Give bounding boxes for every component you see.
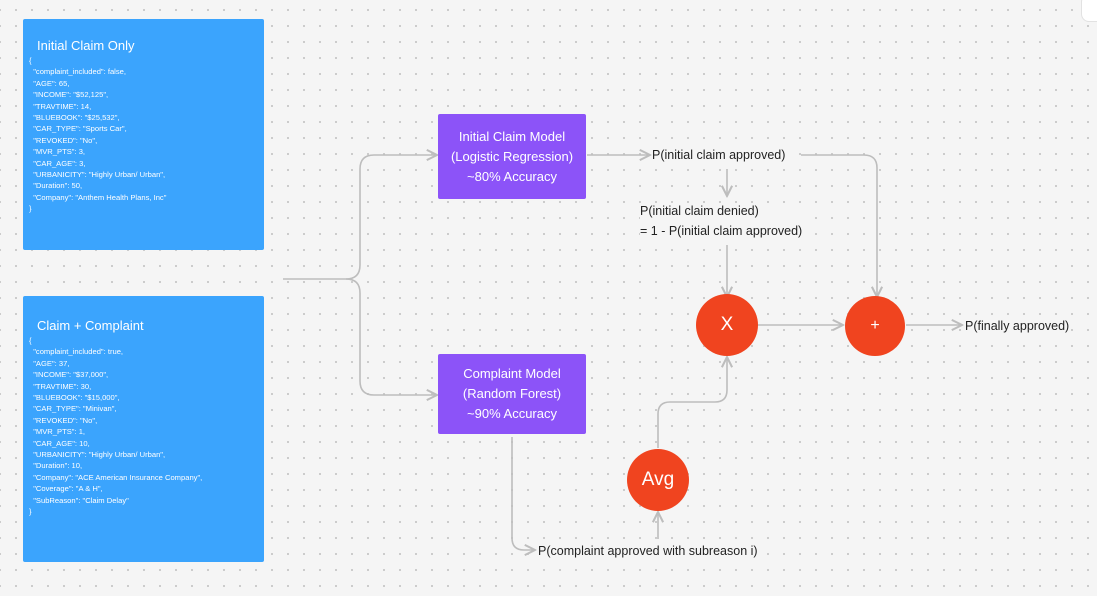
json-line: "BLUEBOOK": "$15,000", xyxy=(29,393,120,403)
json-line: "Duration": 10, xyxy=(29,461,83,471)
model-accuracy: ~90% Accuracy xyxy=(467,406,557,421)
p-complaint-subreason-label[interactable]: P(complaint approved with subreason i) xyxy=(538,543,758,559)
bracket-lower xyxy=(345,278,437,395)
json-line: "Company": "ACE American Insurance Compa… xyxy=(29,472,203,482)
card-title: Claim + Complaint xyxy=(37,318,144,333)
json-line: } xyxy=(29,507,32,517)
card-title: Initial Claim Only xyxy=(37,38,135,53)
initial-claim-model-node[interactable]: Initial Claim Model (Logistic Regression… xyxy=(438,114,586,199)
json-line: "MVR_PTS": 3, xyxy=(29,147,86,157)
arrow-model-to-p-complaint xyxy=(511,437,535,550)
panel-edge-tab[interactable] xyxy=(1081,0,1097,22)
model-accuracy: ~80% Accuracy xyxy=(467,168,557,184)
json-line: "Duration": 50, xyxy=(29,181,83,191)
json-line: "AGE": 65, xyxy=(29,78,70,88)
p-initial-denied-label[interactable]: P(initial claim denied) = 1 - P(initial … xyxy=(636,203,803,239)
json-line: "URBANICITY": "Highly Urban/ Urban", xyxy=(29,170,166,180)
average-operator[interactable]: Avg xyxy=(627,449,689,511)
bracket-upper xyxy=(345,155,437,280)
model-name: Initial Claim Model xyxy=(458,128,566,144)
json-line: "URBANICITY": "Highly Urban/ Urban", xyxy=(29,450,166,460)
card-json-block: { "complaint_included": false, "AGE": 65… xyxy=(29,55,264,215)
json-line: "Company": "Anthem Health Plans, Inc" xyxy=(29,192,167,202)
model-name: Complaint Model xyxy=(463,366,561,381)
json-line: "INCOME": "$52,125", xyxy=(29,90,109,100)
json-line: } xyxy=(29,204,32,214)
p-initial-denied-line2: = 1 - P(initial claim approved) xyxy=(640,223,803,239)
json-line: "INCOME": "$37,000", xyxy=(29,370,109,380)
json-line: "REVOKED": "No", xyxy=(29,135,98,145)
json-line: "CAR_TYPE": "Sports Car", xyxy=(29,124,127,134)
json-line: "complaint_included": true, xyxy=(29,347,124,357)
add-operator[interactable]: + xyxy=(845,296,905,356)
card-claim-plus-complaint[interactable]: Claim + Complaint { "complaint_included"… xyxy=(23,296,264,562)
complaint-model-node[interactable]: Complaint Model (Random Forest) ~90% Acc… xyxy=(438,354,586,434)
multiply-operator[interactable]: X xyxy=(696,294,758,356)
p-finally-approved-label[interactable]: P(finally approved) xyxy=(965,318,1070,334)
card-initial-claim-only[interactable]: Initial Claim Only { "complaint_included… xyxy=(23,19,264,250)
model-type: (Random Forest) xyxy=(462,386,562,401)
p-initial-approved-label[interactable]: P(initial claim approved) xyxy=(652,147,786,163)
json-line: "Coverage": "A & H", xyxy=(29,484,103,494)
json-line: "CAR_AGE": 3, xyxy=(29,158,86,168)
json-line: "complaint_included": false, xyxy=(29,67,126,77)
json-line: { xyxy=(29,336,32,345)
json-line: "CAR_AGE": 10, xyxy=(29,438,90,448)
json-line: { xyxy=(29,56,32,65)
arrow-p-approved-to-plus xyxy=(801,154,877,297)
card-json-block: { "complaint_included": true, "AGE": 37,… xyxy=(29,335,264,518)
json-line: "BLUEBOOK": "$25,532", xyxy=(29,113,120,123)
json-line: "TRAVTIME": 30, xyxy=(29,381,92,391)
model-type: (Logistic Regression) xyxy=(450,148,574,164)
json-line: "AGE": 37, xyxy=(29,358,70,368)
json-line: "REVOKED": "No", xyxy=(29,415,98,425)
json-line: "CAR_TYPE": "Minivan", xyxy=(29,404,117,414)
json-line: "TRAVTIME": 14, xyxy=(29,101,92,111)
json-line: "MVR_PTS": 1, xyxy=(29,427,86,437)
json-line: "SubReason": "Claim Delay" xyxy=(29,495,129,505)
p-initial-denied-line1: P(initial claim denied) xyxy=(640,203,803,219)
arrow-avg-to-x xyxy=(657,357,727,448)
